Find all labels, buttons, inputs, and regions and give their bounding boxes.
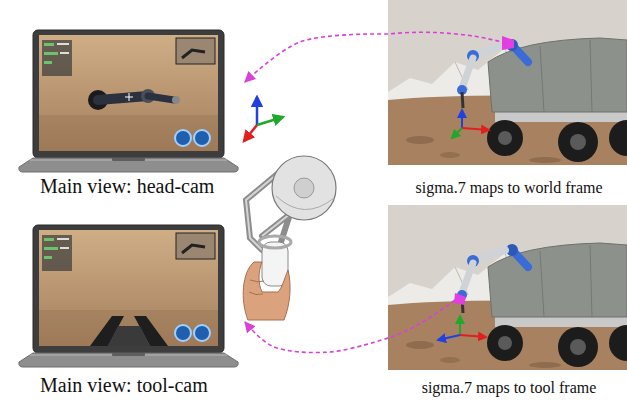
- photo-panel: sigma.7 maps to world frame: [388, 0, 627, 197]
- photo-bottom-marks: [460, 335, 486, 337]
- haptic-device: [249, 280, 264, 295]
- head-cam-screen: [125, 93, 133, 101]
- photo-bottom-marks: [388, 293, 486, 340]
- center-axes: [257, 117, 283, 125]
- tool-cam-screen: [108, 326, 150, 346]
- head-cam-screen: [172, 96, 180, 104]
- tool-cam-screen: [90, 316, 168, 346]
- head-cam-screen: [88, 89, 180, 110]
- haptic-device: [243, 262, 290, 320]
- laptop-view: Main view: tool-cam: [8, 225, 243, 397]
- laptop-tool: [19, 225, 238, 367]
- caption-text: sigma.7 maps to tool frame: [388, 379, 627, 397]
- haptic-device: [259, 236, 291, 248]
- photo-top: [388, 0, 627, 165]
- center-axes: [244, 97, 283, 141]
- caption-text: sigma.7 maps to world frame: [388, 179, 627, 197]
- photo-top-marks: [452, 128, 462, 138]
- connector-arrow: [245, 34, 388, 82]
- photo-top-marks: [388, 32, 514, 138]
- photo-bottom-marks: [454, 293, 466, 305]
- haptic-device: [272, 156, 336, 220]
- photo-bottom-marks: [459, 316, 461, 335]
- photo-top-marks: [462, 128, 489, 130]
- connector-arrow: [245, 322, 388, 353]
- photo-bottom: [388, 205, 627, 370]
- photo-bottom-marks: [438, 335, 460, 340]
- caption-text: Main view: tool-cam: [40, 374, 243, 397]
- head-cam-screen: [98, 96, 148, 100]
- caption-text: Main view: head-cam: [40, 175, 243, 198]
- haptic-device: [294, 178, 314, 198]
- photo-top-marks: [388, 32, 506, 43]
- haptic-device: [243, 156, 336, 320]
- head-cam-screen: [148, 96, 174, 100]
- center-axes: [256, 97, 259, 125]
- laptop-head: [19, 30, 238, 172]
- photo-panel: sigma.7 maps to tool frame: [388, 203, 627, 397]
- photo-top-marks: [461, 110, 463, 128]
- center-axes: [244, 125, 257, 141]
- photo-bottom-marks: [388, 300, 455, 338]
- laptop-view: Main view: head-cam: [8, 30, 243, 198]
